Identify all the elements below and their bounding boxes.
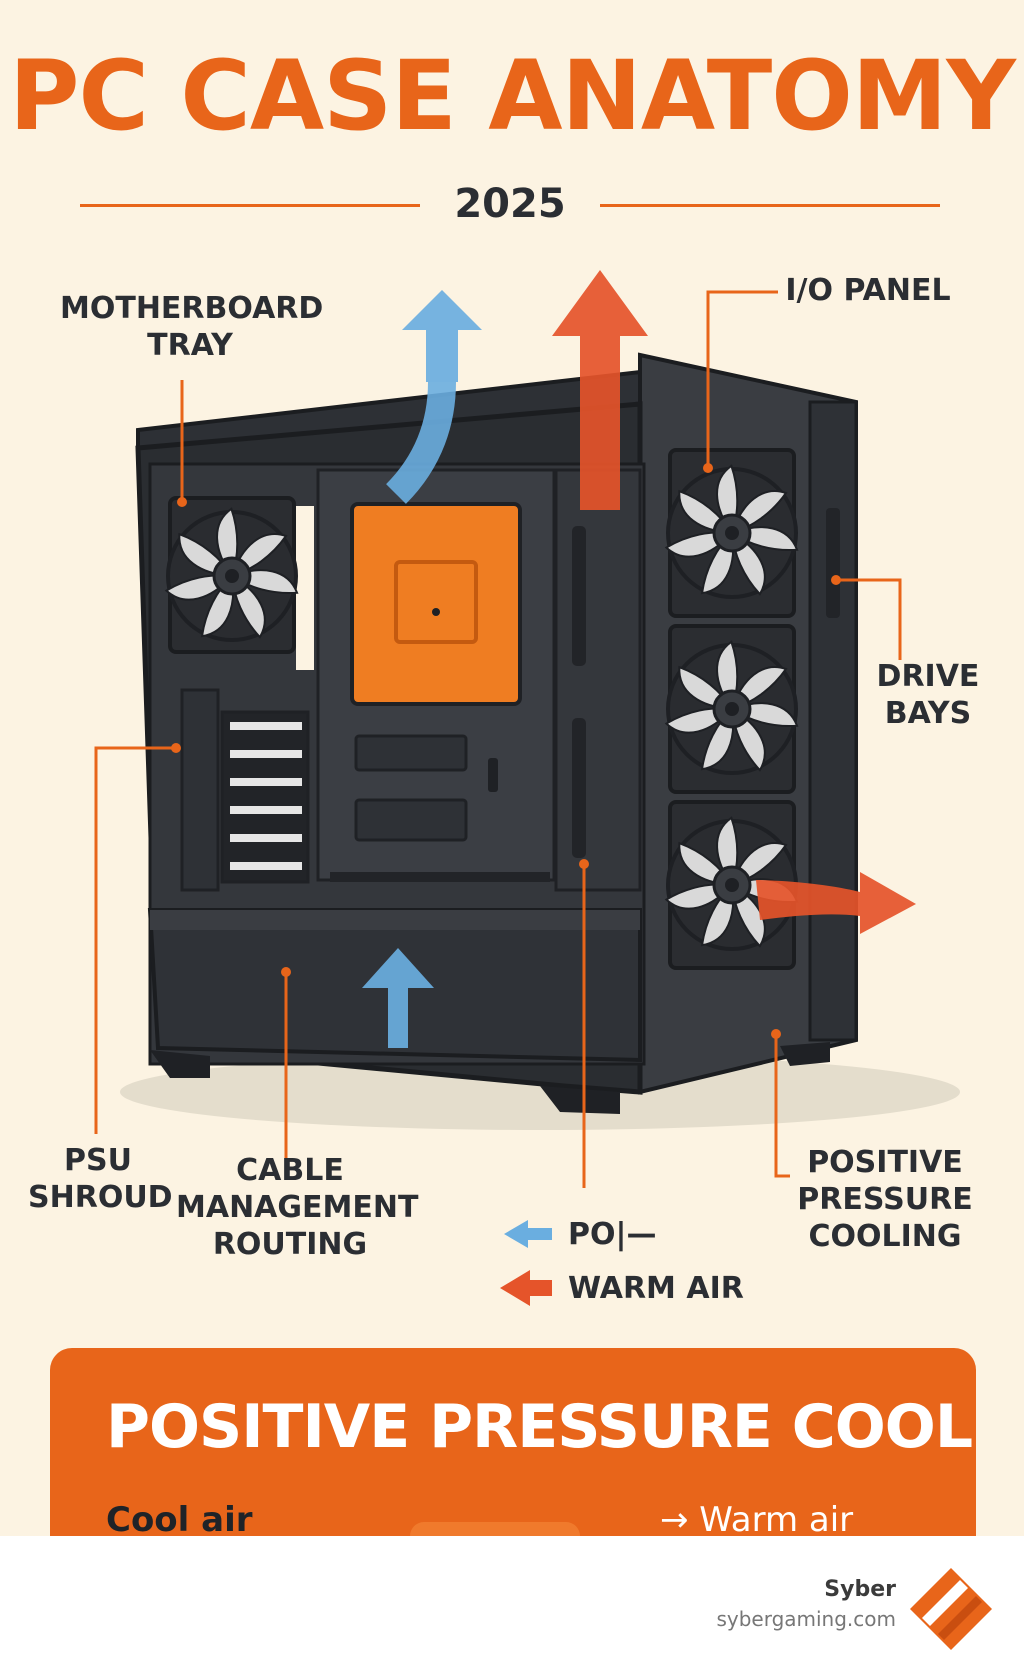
cable-grommet-column: [554, 468, 642, 892]
cable-grommet: [572, 526, 586, 666]
legend-cool-arrow-icon: [504, 1220, 552, 1248]
cpu-backplate-cutout: [394, 560, 478, 644]
label-positive-pressure: POSITIVE PRESSURE COOLING: [790, 1144, 980, 1255]
brand-url[interactable]: sybergaming.com: [716, 1607, 896, 1631]
legend-warm-label: WARM AIR: [568, 1271, 744, 1306]
label-line: CABLE: [236, 1153, 344, 1188]
case-foot: [150, 1050, 210, 1078]
divider-line-right: [600, 204, 940, 207]
brand-name: Syber: [824, 1577, 896, 1602]
banner-flow-chip: [410, 1522, 580, 1536]
cool-air-intake-arrow: [362, 948, 434, 1048]
legend-warm-arrow-icon: [500, 1270, 552, 1306]
floor-shadow: [120, 1054, 960, 1130]
label-line: SHROUD: [28, 1180, 173, 1215]
case-foot: [540, 1086, 620, 1114]
label-line: PSU: [64, 1143, 132, 1178]
info-banner: POSITIVE PRESSURE COOLING Cool air → War…: [50, 1348, 976, 1536]
page-title: PC CASE ANATOMY: [9, 40, 1016, 152]
footer: Syber sybergaming.com: [0, 1536, 1024, 1666]
cool-air-exhaust-arrow: [402, 290, 482, 382]
label-psu-shroud: PSU SHROUD: [28, 1142, 173, 1216]
label-line: TRAY: [147, 328, 233, 363]
cable-grommet: [572, 718, 586, 858]
label-line: ROUTING: [212, 1227, 368, 1262]
label-drive-bays: DRIVE BAYS: [868, 658, 988, 732]
banner-title: POSITIVE PRESSURE COOLING: [106, 1392, 976, 1462]
banner-cool-air-text: Cool air: [106, 1500, 253, 1536]
label-line: BAYS: [884, 696, 972, 731]
warm-air-side-arrow: [756, 872, 916, 934]
label-cable-management: CABLE MANAGEMENT ROUTING: [176, 1152, 419, 1263]
syber-logo-icon: [910, 1568, 992, 1650]
case-foot: [780, 1042, 830, 1066]
drive-bay-slot: [826, 508, 840, 618]
rear-opening: [296, 506, 314, 670]
label-line: COOLING: [808, 1219, 962, 1254]
label-line: DRIVE: [876, 659, 980, 694]
divider-line-left: [80, 204, 420, 207]
label-line: PRESSURE: [797, 1182, 973, 1217]
callout-lines: [94, 290, 902, 1188]
label-motherboard-tray: MOTHERBOARD TRAY: [60, 290, 324, 364]
label-line: I/O PANEL: [785, 273, 951, 308]
case-drive-bay-panel: [808, 400, 858, 1042]
pcie-slot-bracket: [220, 710, 310, 884]
banner-warm-air-text: → Warm air: [660, 1500, 854, 1536]
pc-case-diagram: [94, 270, 960, 1306]
label-line: POSITIVE: [807, 1145, 963, 1180]
label-io-panel: I/O PANEL: [778, 272, 958, 309]
year-label: 2025: [454, 181, 566, 227]
year-divider: 2025: [80, 184, 940, 224]
label-line: MOTHERBOARD: [60, 291, 324, 326]
label-line: MANAGEMENT: [176, 1190, 419, 1225]
legend-cool-label: PO|—: [568, 1217, 657, 1252]
brand-block: Syber sybergaming.com: [716, 1576, 896, 1634]
warm-air-exhaust-arrow: [552, 270, 648, 510]
motherboard-cutout: [350, 502, 522, 706]
pcie-slot-vents: [230, 722, 302, 870]
